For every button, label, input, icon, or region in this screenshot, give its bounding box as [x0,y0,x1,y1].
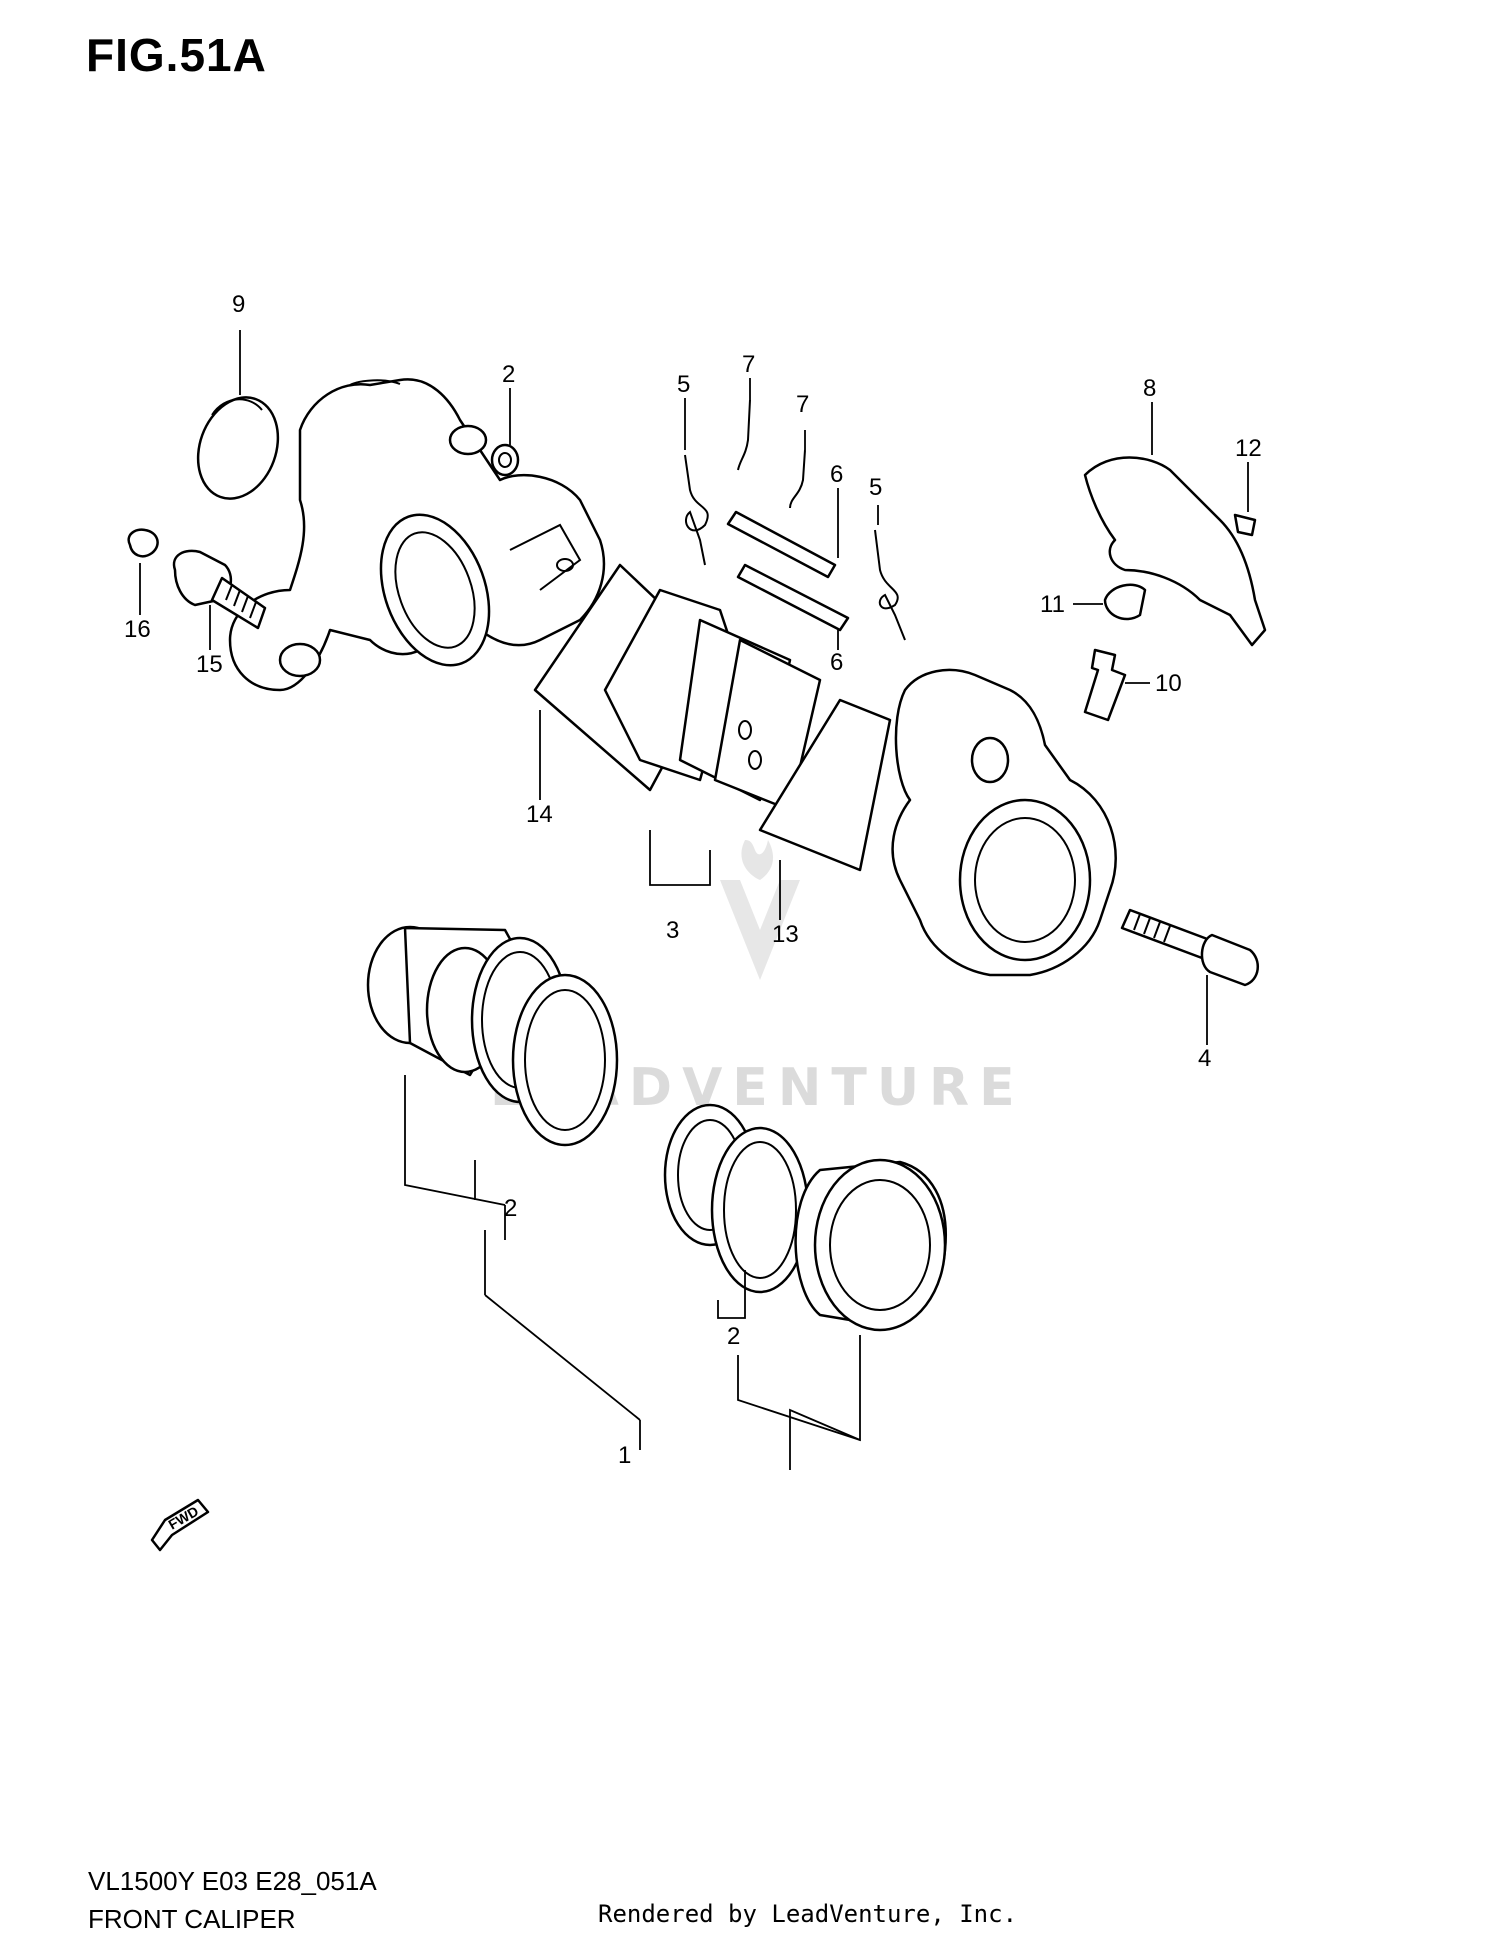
part-3-pads [603,588,822,812]
callout-1: 1 [618,1442,631,1469]
callout-13: 13 [772,921,799,948]
part-5-spring-left [684,454,709,566]
part-6-pin-lower [736,563,850,632]
figure-title: FIG.51A [86,29,267,81]
callout-5: 5 [677,371,690,398]
part-12-screw [1233,513,1257,537]
part-7-clip-a [737,399,751,471]
part-9-cap [196,396,280,500]
piston-set-right [663,1103,948,1332]
part-13-shim [758,698,892,872]
part-2-washer [490,443,520,477]
part-10-bleeder-valve [1083,648,1127,722]
part-8-cover [1083,456,1267,647]
callout-2: 2 [504,1195,517,1222]
part-5-spring-right [874,529,906,641]
callout-2: 2 [727,1323,740,1350]
callout-14: 14 [526,801,553,828]
part-7-clip-b [789,449,806,509]
callout-16: 16 [124,616,151,643]
leader-lines [139,330,1249,1470]
callout-labels: 9 2 5 7 7 6 5 6 8 12 11 10 16 15 14 3 13… [124,291,1262,1469]
callout-10: 10 [1155,670,1182,697]
model-code: VL1500Y E03 E28_051A [88,1866,377,1896]
callout-3: 3 [666,917,679,944]
rendered-by-credit: Rendered by LeadVenture, Inc. [598,1900,1018,1928]
callout-12: 12 [1235,435,1262,462]
callout-15: 15 [196,651,223,678]
callout-4: 4 [1198,1045,1211,1072]
callout-5: 5 [869,474,882,501]
callout-8: 8 [1143,375,1156,402]
piston-set-left [366,925,619,1147]
part-11-bleeder-cap [1103,583,1147,621]
caliper-bracket-left [228,378,606,692]
part-15-bolt [172,549,267,630]
callout-11: 11 [1040,591,1065,618]
caliper-body-right [891,668,1117,977]
callout-6: 6 [830,649,843,676]
callout-7: 7 [742,351,755,378]
fwd-arrow-icon: FWD [150,1498,210,1552]
callout-9: 9 [232,291,245,318]
callout-2: 2 [502,361,515,388]
part-6-pin-upper [726,510,837,579]
part-16-cap [127,528,159,558]
part-4-bolt [1120,908,1259,987]
exploded-parts-diagram: LEADVENTURE [124,291,1267,1552]
section-title: FRONT CALIPER [88,1904,296,1934]
callout-7: 7 [796,391,809,418]
callout-6: 6 [830,461,843,488]
